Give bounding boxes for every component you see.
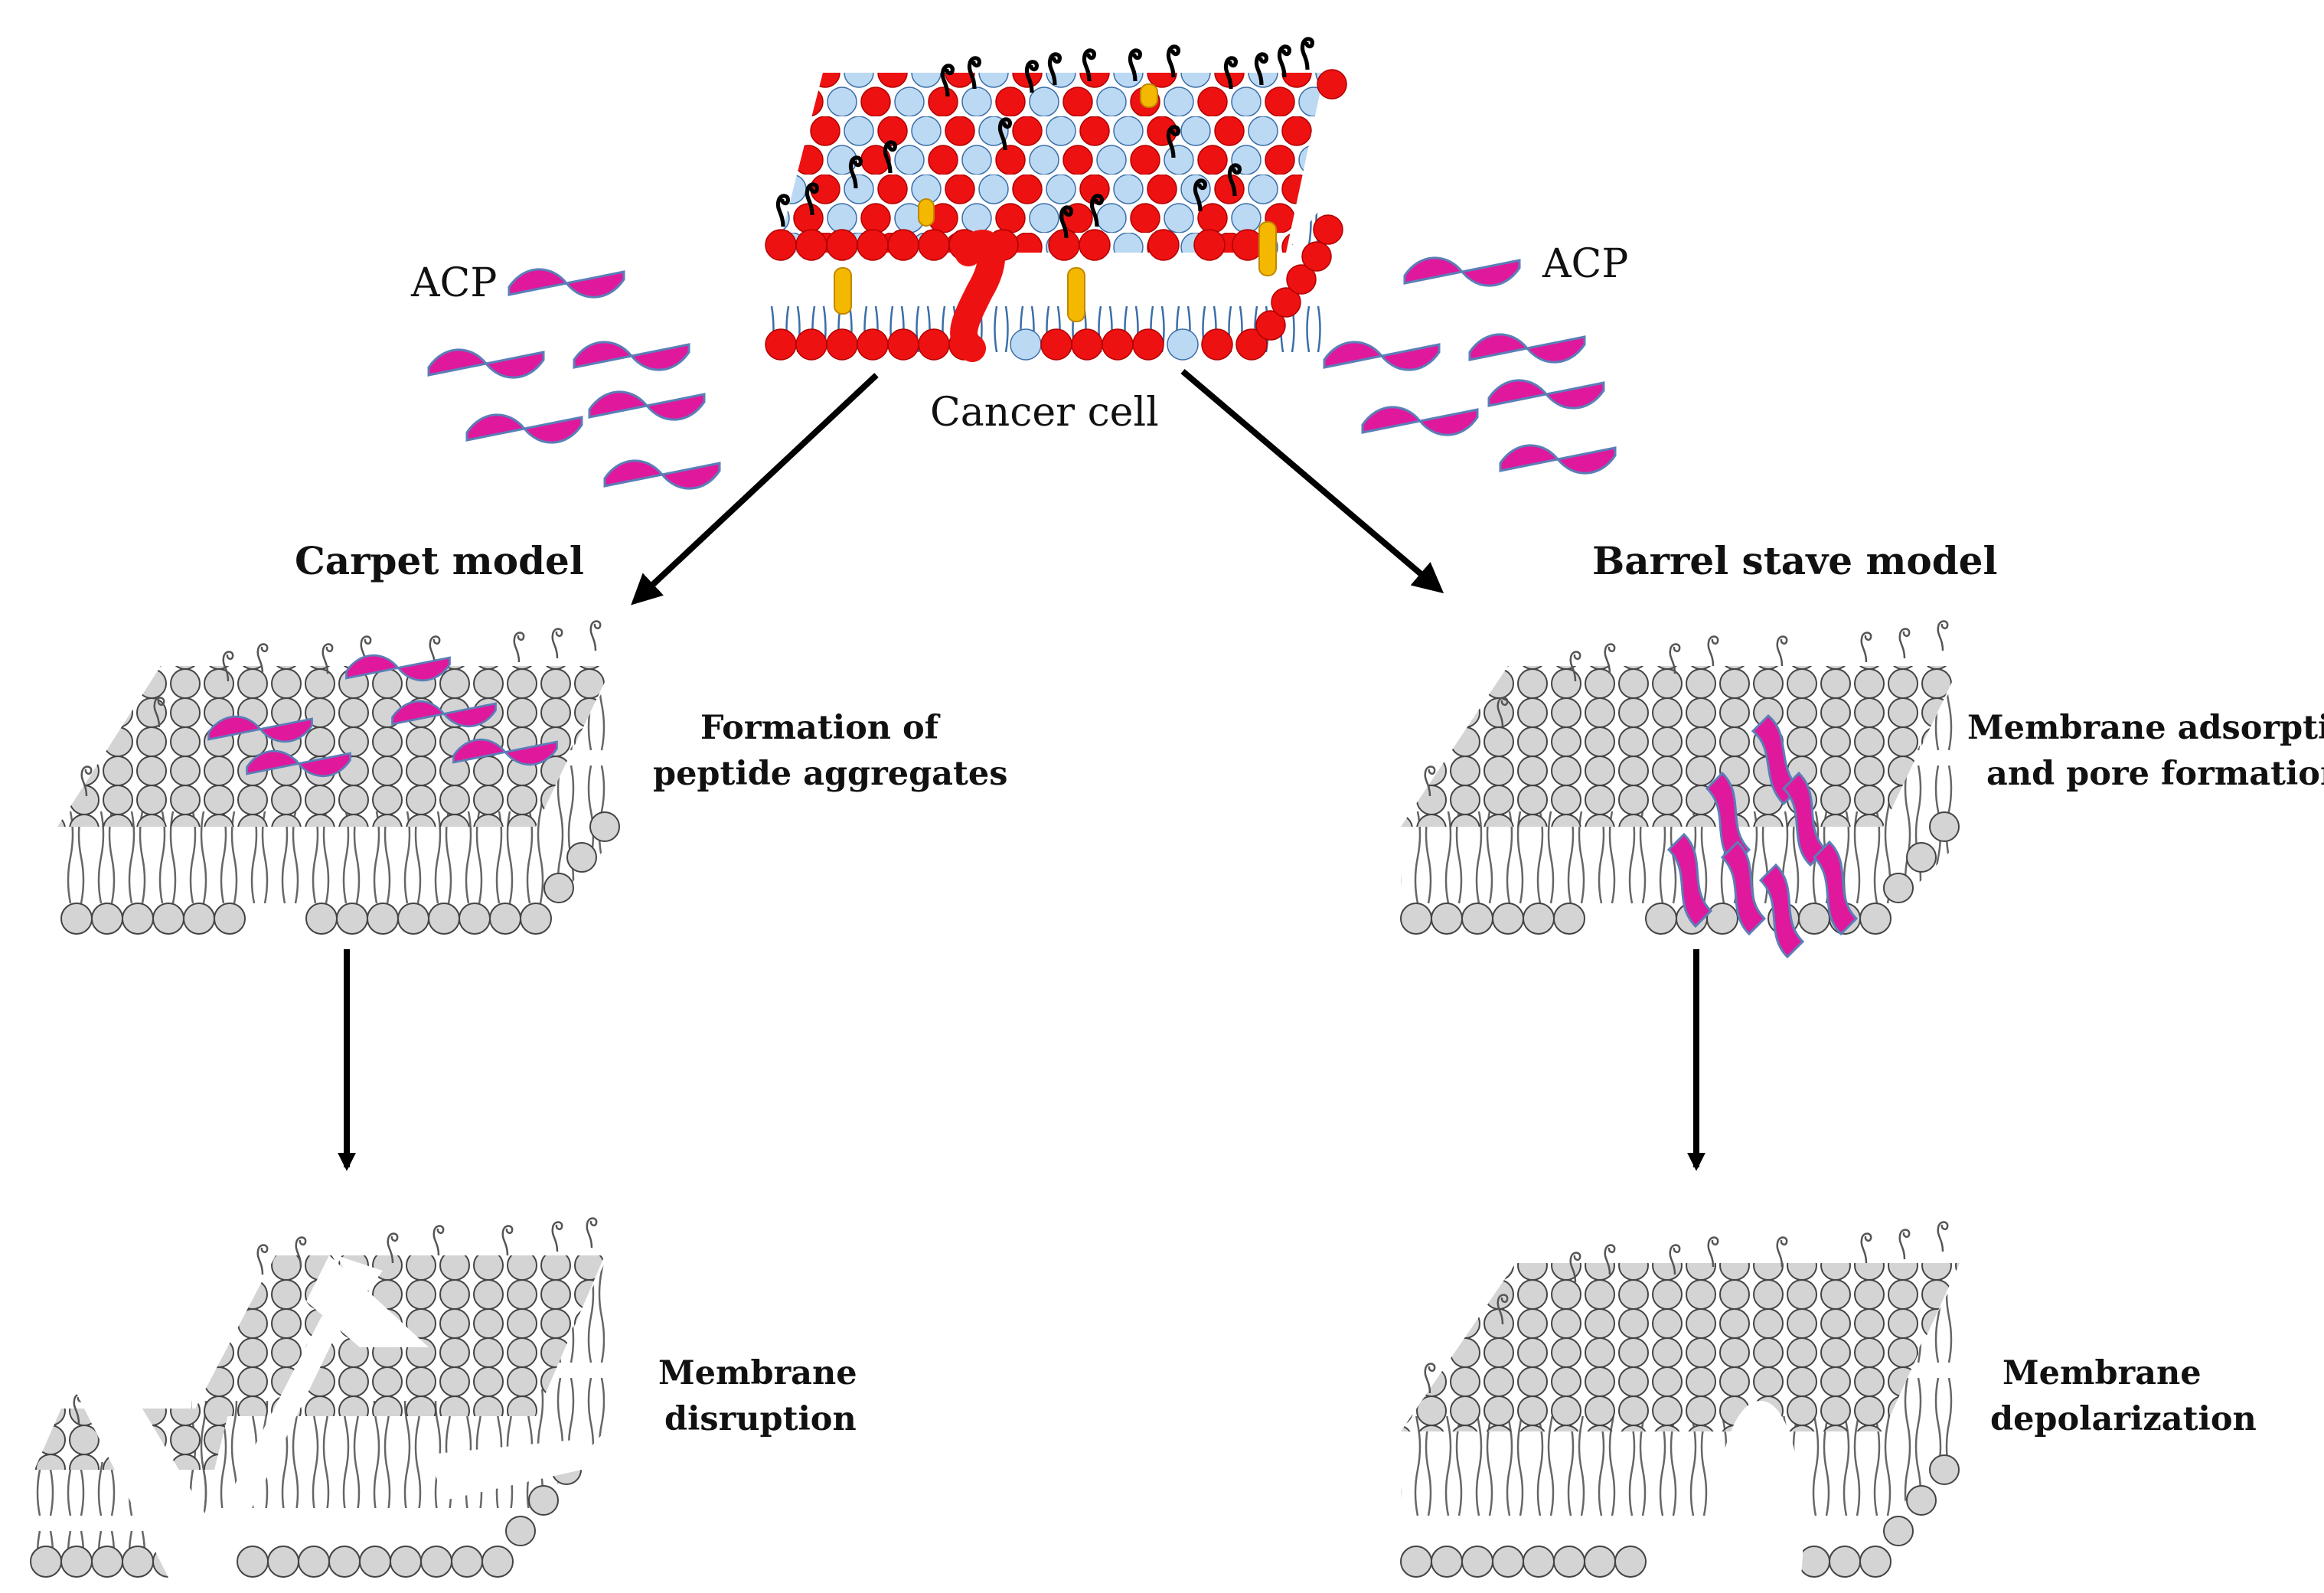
carpet-membrane <box>57 620 620 935</box>
cancer-cell-label: Cancer cell <box>930 390 1159 436</box>
barrel-step1-line1: Membrane adsorption <box>1967 709 2324 747</box>
carpet-step1-line2: peptide aggregates <box>653 755 1007 793</box>
barrel-step2-line1: Membrane <box>2002 1354 2202 1392</box>
barrel-membrane <box>1400 620 1960 959</box>
barrel-step2-line2: depolarization <box>1990 1400 2257 1438</box>
acp-peptides-right <box>1323 256 1617 475</box>
labels: ACP ACP Cancer cell Carpet model Barrel … <box>295 241 2324 1438</box>
carpet-step1-line1: Formation of <box>700 709 941 747</box>
carpet-step2-line2: disruption <box>664 1400 857 1438</box>
membrane-pore <box>1712 1401 1803 1593</box>
depolarized-membrane <box>1400 1221 1960 1593</box>
arrows <box>338 368 1705 1171</box>
barrel-stave-model-title: Barrel stave model <box>1592 538 1998 583</box>
arrow-to-barrel-stave-model <box>1180 368 1444 594</box>
cancer-cell-membrane <box>765 39 1347 362</box>
acp-label-left: ACP <box>410 260 497 306</box>
barrel-step1-line2: and pore formation <box>1986 755 2324 793</box>
acp-label-right: ACP <box>1542 241 1628 287</box>
carpet-step2-line1: Membrane <box>658 1354 857 1392</box>
arrow-to-carpet-model <box>631 373 879 606</box>
barrel-peptide-staves <box>1666 713 1859 959</box>
carpet-model-title: Carpet model <box>295 538 584 583</box>
disrupted-membrane <box>30 1217 605 1593</box>
